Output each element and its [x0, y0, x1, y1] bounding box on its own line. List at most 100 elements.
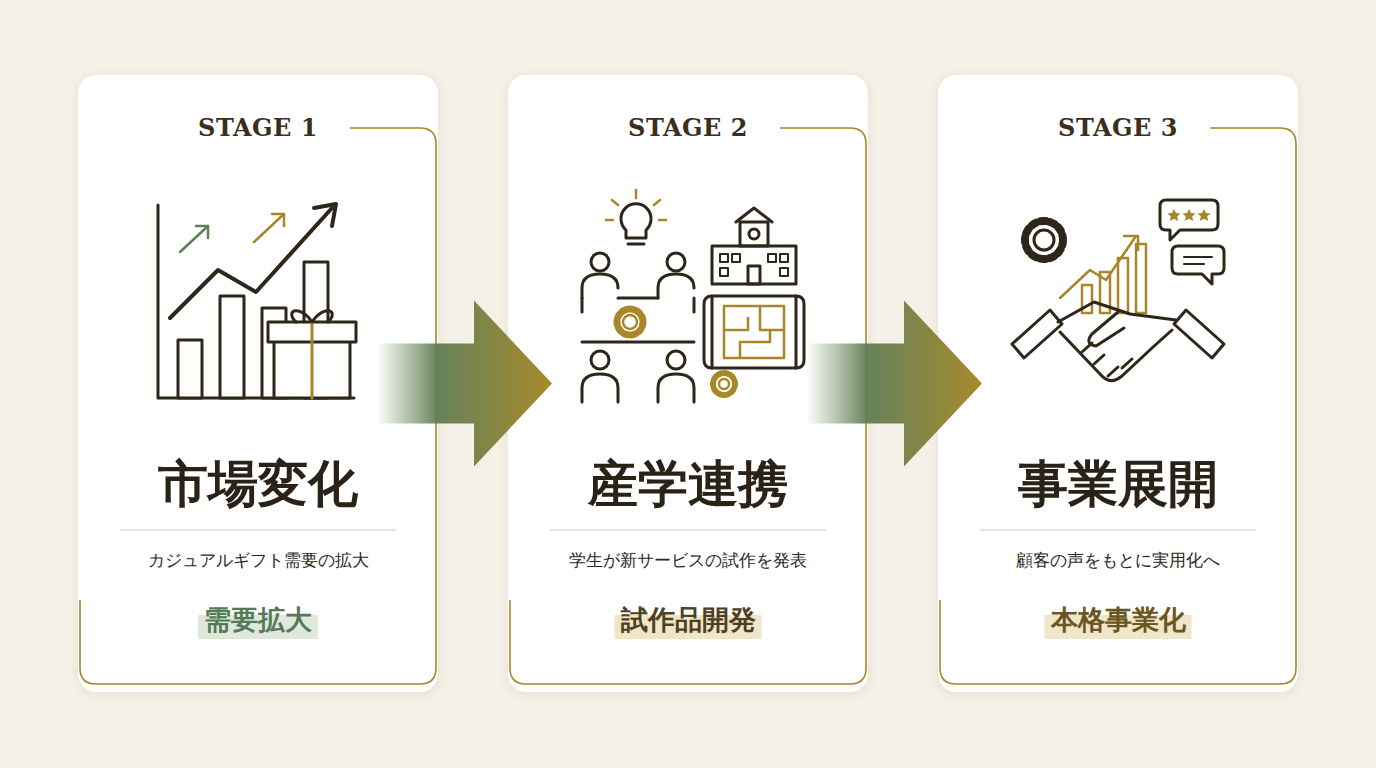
business-handshake-icon-part [1160, 200, 1218, 240]
collaboration-icon-part [704, 296, 804, 368]
stage-tag: 試作品開発 [615, 601, 762, 639]
market-chart-icon-part [158, 205, 354, 398]
collaboration-icon-part-part [612, 200, 618, 205]
stage-card: STAGE 3 事業展開顧客の声をもとに実用化へ本格事業化 [938, 75, 1298, 692]
collaboration-icon-part-part [732, 254, 740, 262]
collaboration-icon-part [749, 229, 759, 239]
market-chart-icon-part [180, 226, 208, 252]
collaboration-icon-part [606, 190, 666, 220]
business-handshake-icon-part-part [1060, 236, 1136, 298]
divider-line-part [550, 529, 826, 531]
business-handshake-icon-part-part [1118, 258, 1128, 313]
collaboration-icon-part [719, 379, 729, 389]
collaboration-icon-part [740, 222, 768, 246]
flow-arrow [806, 301, 982, 467]
collaboration-icon-part [628, 243, 644, 246]
collaboration-icon-part [591, 351, 609, 369]
market-chart-icon-part-part [196, 226, 208, 238]
flow-arrow [376, 301, 552, 467]
collaboration-icon-part [712, 246, 796, 284]
collaboration-icon-part [621, 204, 651, 238]
collaboration-icon-part [582, 298, 694, 312]
business-handshake-icon-part [1184, 263, 1204, 265]
business-handshake-icon-part [1012, 310, 1062, 358]
business-handshake-icon-part [1089, 312, 1124, 346]
market-chart-icon-part [274, 340, 350, 398]
market-chart-icon-part [170, 208, 332, 318]
collaboration-icon [582, 190, 804, 402]
collaboration-icon-part-part [635, 190, 638, 198]
business-handshake-icon-part-part [1124, 236, 1138, 250]
collaboration-icon-part [591, 253, 609, 271]
collaboration-icon-part [667, 253, 685, 271]
gold-frame-part [510, 128, 866, 684]
collaboration-icon-part [720, 254, 788, 276]
business-handshake-icon-part [1034, 230, 1054, 250]
market-chart-icon-part [311, 322, 314, 398]
business-handshake-icon-part-part [1100, 272, 1110, 313]
stage-tag: 需要拡大 [198, 601, 318, 639]
business-handshake-icon-part-part [1168, 209, 1181, 221]
collaboration-icon-part-part [724, 306, 784, 358]
stage-title: 市場変化 [78, 453, 438, 515]
collaboration-icon-part [712, 296, 796, 368]
stage-card: STAGE 2産学連携学生が新サービスの試作を発表試作品開発 [508, 75, 868, 692]
stage-title: 事業展開 [938, 453, 1298, 515]
business-handshake-icon-part [1058, 302, 1176, 322]
market-chart-icon-part [220, 296, 244, 398]
stage-tag: 本格事業化 [1045, 601, 1192, 639]
market-chart-icon-part [304, 262, 328, 398]
collaboration-icon-part [658, 274, 694, 298]
collaboration-icon-part [617, 309, 643, 335]
collaboration-icon-part [582, 341, 694, 344]
collaboration-icon-part-part [720, 254, 728, 262]
business-handshake-icon-part-part [1136, 244, 1146, 313]
business-handshake-icon-part [1060, 236, 1146, 313]
collaboration-icon-part-part [724, 306, 784, 358]
collaboration-icon-part [582, 274, 618, 298]
collaboration-icon-part [667, 351, 685, 369]
business-handshake-icon-part [1184, 256, 1212, 258]
collaboration-icon-part [658, 374, 694, 402]
business-handshake-icon-part [1172, 246, 1224, 284]
collaboration-icon-part-part [654, 200, 660, 205]
collaboration-icon-part-part [768, 254, 776, 262]
collaboration-icon-part [724, 306, 784, 358]
stage-description: カジュアルギフト需要の拡大 [78, 547, 438, 573]
collaboration-icon-part-part [606, 219, 613, 222]
stage-description: 学生が新サービスの試作を発表 [508, 547, 868, 573]
stage-label: STAGE 1 [78, 111, 438, 145]
gold-frame-part [80, 128, 436, 684]
collaboration-icon-part [736, 208, 772, 222]
market-chart-icon-part [254, 214, 284, 242]
collaboration-icon-part-part [780, 268, 788, 276]
stage-label: STAGE 3 [938, 111, 1298, 145]
stage-card: STAGE 1 市場変化カジュアルギフト需要の拡大需要拡大 [78, 75, 438, 692]
divider-line-part [120, 529, 396, 531]
collaboration-icon-part [623, 315, 637, 329]
business-handshake-icon-part [1025, 221, 1063, 259]
divider-line-part [980, 529, 1256, 531]
market-chart-icon-part [262, 308, 286, 398]
stage-description: 顧客の声をもとに実用化へ [938, 547, 1298, 573]
business-handshake-icon-part [1060, 330, 1172, 381]
market-chart-icon-part-part [272, 214, 284, 226]
market-chart-icon-part [178, 340, 202, 398]
market-chart-icon-part [314, 204, 336, 226]
divider-line [120, 529, 1256, 531]
market-chart-icon-part-part [254, 214, 284, 242]
collaboration-icon-part [713, 373, 735, 395]
stage-label: STAGE 2 [508, 111, 868, 145]
collaboration-icon-part [582, 374, 618, 402]
gold-frame-part [940, 128, 1296, 684]
business-handshake-icon-part-part [1183, 209, 1196, 221]
market-chart-icon-part [268, 322, 356, 342]
market-chart-icon [158, 204, 356, 398]
collaboration-icon-part [748, 266, 760, 284]
business-handshake-icon-part-part [1198, 209, 1211, 221]
business-handshake-icon-part [1174, 310, 1224, 358]
collaboration-icon-part-part [780, 254, 788, 262]
market-chart-icon-part-part [180, 226, 208, 252]
